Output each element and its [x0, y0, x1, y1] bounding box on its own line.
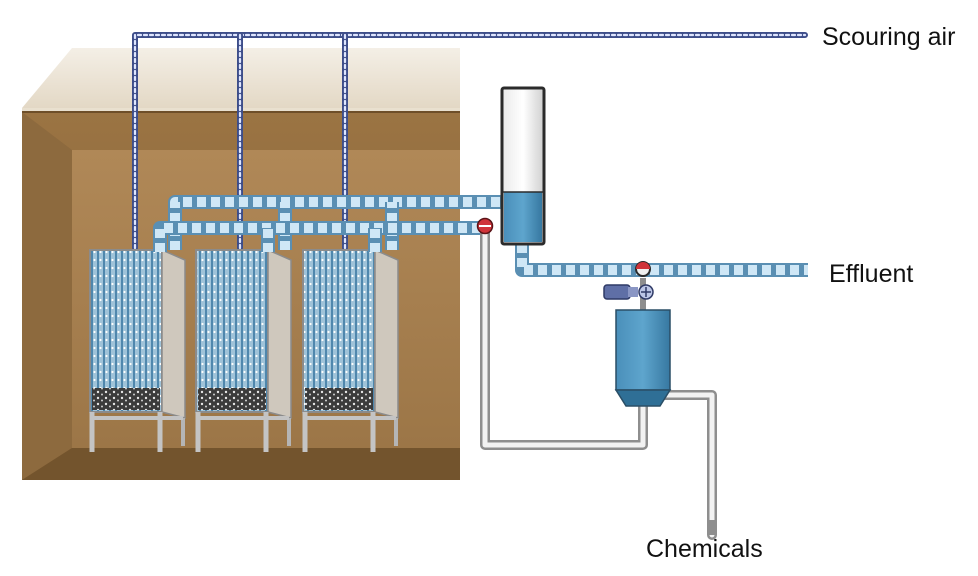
chemicals-label: Chemicals	[646, 535, 763, 563]
effluent-valve-icon	[635, 261, 651, 277]
membrane-module-2	[195, 248, 292, 452]
effluent-label: Effluent	[829, 260, 914, 288]
scouring-air-line	[132, 32, 808, 251]
membrane-module-1	[89, 248, 186, 452]
cleaning-return-line	[480, 227, 717, 540]
permeate-column	[500, 86, 546, 246]
tank-inner-left-wall	[22, 112, 72, 480]
pump-actuator-icon	[603, 284, 654, 300]
chemical-dosing-tank	[614, 278, 672, 407]
scouring-air-label: Scouring air	[822, 23, 956, 51]
effluent-pipe	[515, 244, 808, 277]
tank-floor	[22, 448, 460, 480]
permeate-piping	[153, 195, 505, 252]
membrane-module-3	[302, 248, 399, 452]
return-valve-icon	[476, 217, 494, 235]
